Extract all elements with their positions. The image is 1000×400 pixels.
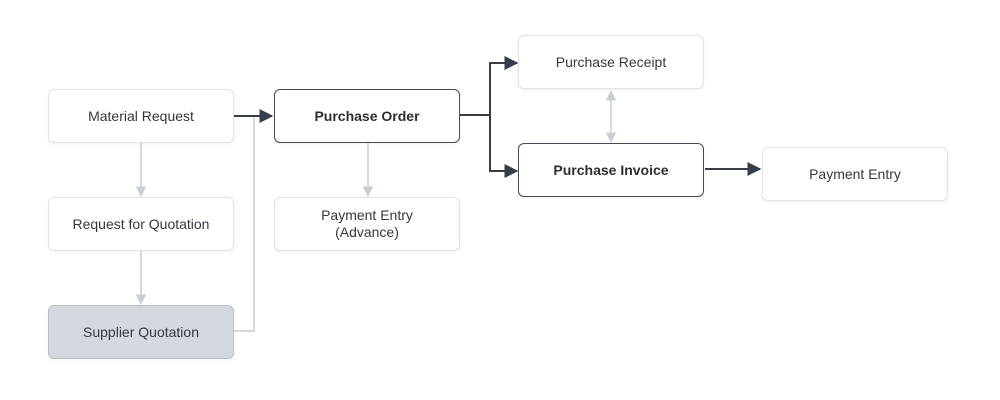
node-label: Purchase Receipt bbox=[555, 53, 667, 70]
node-material-request[interactable]: Material Request bbox=[48, 89, 234, 143]
node-purchase-receipt[interactable]: Purchase Receipt bbox=[518, 35, 704, 89]
node-payment-entry[interactable]: Payment Entry bbox=[762, 147, 948, 201]
node-payment-entry-advance[interactable]: Payment Entry (Advance) bbox=[274, 197, 460, 251]
connector-purchase-order-to-purchase-invoice bbox=[489, 115, 519, 178]
node-label: Request for Quotation bbox=[72, 215, 210, 232]
node-label: Purchase Order bbox=[314, 107, 420, 124]
node-label: Purchase Invoice bbox=[553, 161, 669, 178]
node-label: Supplier Quotation bbox=[83, 323, 199, 340]
node-label: Material Request bbox=[88, 107, 194, 124]
node-request-for-quotation[interactable]: Request for Quotation bbox=[48, 197, 234, 251]
node-purchase-order[interactable]: Purchase Order bbox=[274, 89, 460, 143]
node-label: Payment Entry (Advance) bbox=[321, 207, 413, 240]
node-purchase-invoice[interactable]: Purchase Invoice bbox=[518, 143, 704, 197]
node-supplier-quotation[interactable]: Supplier Quotation bbox=[48, 305, 234, 359]
node-label: Payment Entry bbox=[809, 165, 901, 182]
connector-purchase-order-to-purchase-receipt bbox=[460, 56, 519, 116]
connector-supplier-quotation-to-purchase-order bbox=[234, 115, 272, 332]
